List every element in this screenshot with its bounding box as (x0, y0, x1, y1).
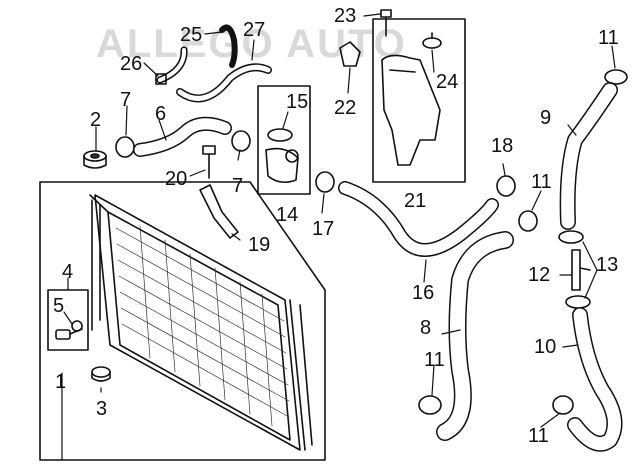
callout-23: 23 (334, 5, 357, 27)
bushing (83, 150, 107, 169)
callout-5: 5 (53, 295, 65, 317)
leader-lines (61, 13, 616, 461)
callout-11a: 11 (424, 349, 445, 371)
hose-clamp-18 (496, 175, 516, 197)
callout-22: 22 (334, 97, 357, 119)
reservoir-box (372, 18, 466, 183)
reservoir-cap (422, 32, 442, 49)
callout-18: 18 (491, 135, 514, 157)
radiator-assembly-box (39, 181, 326, 461)
callout-13: 13 (596, 254, 619, 276)
callout-11c: 11 (598, 27, 619, 49)
callout-9: 9 (540, 107, 552, 129)
hose-clamp-11c (604, 69, 628, 85)
callout-12: 12 (528, 264, 551, 286)
hose-25 (219, 24, 238, 68)
callout-10: 10 (534, 336, 557, 358)
bolt-23 (380, 9, 392, 37)
callout-21: 21 (404, 190, 427, 212)
hose-clamp-7b (231, 130, 251, 152)
hose-clamp-11a (518, 210, 538, 232)
callout-7b: 7 (232, 175, 244, 197)
clip-26 (155, 73, 167, 85)
mount-cushion (91, 366, 111, 382)
hose-clamp-7a (115, 136, 135, 158)
hose-clamp-17 (315, 171, 335, 193)
callout-25: 25 (180, 24, 203, 46)
callout-19: 19 (248, 234, 271, 256)
callout-27: 27 (243, 19, 266, 41)
drain-plug-o-ring (71, 320, 83, 332)
bracket-19 (199, 184, 239, 239)
callout-17: 17 (312, 218, 335, 240)
callout-8: 8 (420, 317, 432, 339)
callout-7a: 7 (120, 89, 132, 111)
callout-1: 1 (55, 371, 67, 393)
reservoir-bracket (339, 41, 361, 67)
callout-15: 15 (286, 91, 309, 113)
hose-clamp-11b (418, 395, 442, 415)
callout-3: 3 (96, 398, 108, 420)
callout-4: 4 (62, 261, 74, 283)
radiator-fin-mesh (115, 225, 290, 427)
callout-16: 16 (412, 282, 435, 304)
callout-2: 2 (90, 109, 102, 131)
hose-joint-12 (571, 249, 591, 291)
bolt-20 (202, 145, 216, 179)
callout-20: 20 (165, 168, 188, 190)
coolant-reservoir (381, 54, 441, 166)
callout-11b: 11 (531, 171, 552, 193)
thermostat-box (257, 85, 311, 195)
radiator-core (89, 194, 313, 451)
callout-6: 6 (155, 103, 167, 125)
hose-clamp-13b (565, 295, 591, 309)
callout-11d: 11 (528, 425, 549, 447)
thermostat-housing (265, 128, 299, 184)
watermark-logo: ALLEGO AUTO (96, 22, 407, 66)
hose-clamp-13a (558, 230, 584, 244)
callout-14: 14 (276, 204, 299, 226)
hose-clamp-11d (552, 395, 574, 415)
callout-26: 26 (120, 53, 143, 75)
callout-24: 24 (436, 71, 459, 93)
